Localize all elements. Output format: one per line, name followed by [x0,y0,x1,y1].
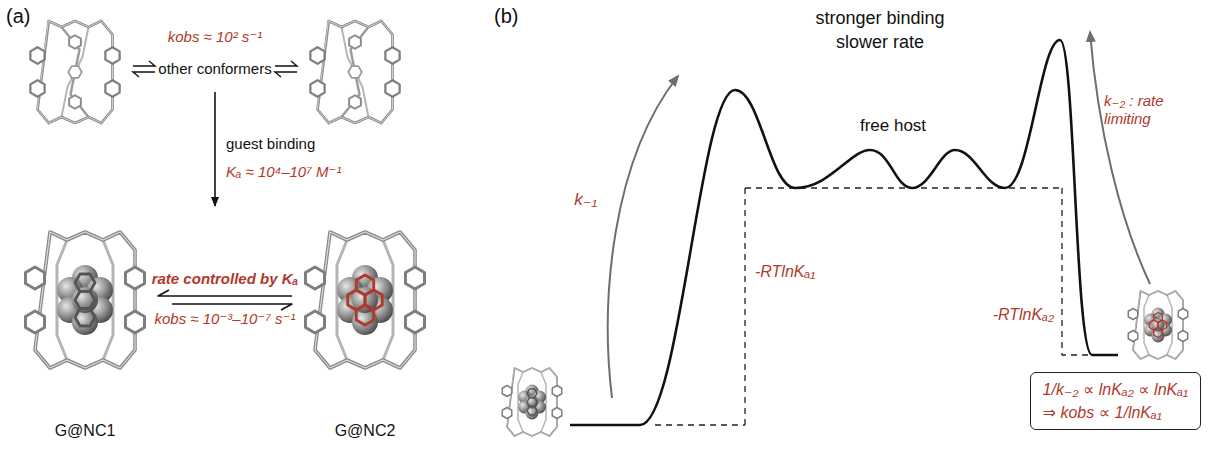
guest-ring [527,389,537,398]
linker-rod [62,27,89,117]
cage-frame-highlight [315,232,415,368]
host-guest-complex [1128,291,1188,359]
free-energy-label: -RTlnKₐ₁ [755,262,815,281]
edge-label: rate controlled by Kₐ [152,270,299,288]
aromatic-panel [502,386,512,397]
guest-ring [1154,313,1163,323]
guest-ring [75,291,95,308]
equilibrium-harpoon [172,304,292,310]
linker-rod [342,27,369,117]
energy-reference-line [655,188,1092,425]
rate-constant: kobs ≈ 10² s⁻¹ [168,28,263,46]
aromatic-panel [406,267,425,289]
relation-text: ⇒ kobs ∝ 1/lnKₐ₁ [1043,401,1188,424]
cage-frame-highlight [507,368,557,436]
host-conformer [30,21,119,123]
cage-frame-highlight [38,21,113,123]
cage-frame-highlight [35,232,135,368]
aromatic-ring [349,95,361,109]
panel-letter: (a) [6,4,30,28]
aromatic-panel [1178,331,1188,342]
complex-name: G@NC1 [55,419,116,442]
guest-ring [527,398,537,407]
aromatic-panel [552,408,562,419]
state-label: other conformers [158,60,271,78]
aromatic-panel [105,47,119,64]
rate-constant: k₋₂ : rate limiting [1104,92,1204,128]
linker-rod [342,27,369,117]
aromatic-panel [30,47,44,64]
aromatic-ring [69,95,81,109]
guest-ring [1154,328,1163,338]
cage-frame-highlight [318,21,393,123]
aromatic-panel [126,267,145,289]
aromatic-panel [1178,309,1188,320]
aromatic-panel [502,408,512,419]
equilibrium-arrow [133,61,155,66]
aromatic-panel [385,47,399,64]
complex-label-node: G@NC1 [20,222,150,442]
cage-frame [35,232,135,368]
host-guest-complex [306,232,425,368]
relation-text: 1/k₋₂ ∝ lnKₐ₂ ∝ lnKₐ₁ [1043,378,1188,401]
aromatic-panel [26,311,45,333]
complex-name: G@NC2 [335,419,396,442]
complex-label-node: G@NC2 [300,222,430,442]
host-guest-complex [26,232,145,368]
equilibrium-connector [158,290,292,310]
aromatic-panel [385,80,399,97]
aromatic-ring [348,66,362,78]
aromatic-panel [30,80,44,97]
equilibrium-arrow [133,72,155,77]
host-guest-complex [502,368,562,436]
binding-constant: Kₐ ≈ 10⁴–10⁷ M⁻¹ [226,163,341,181]
aromatic-panel [105,80,119,97]
panel-letter: (b) [494,4,518,28]
equilibrium-arrow [275,72,297,77]
cage-frame [507,368,557,436]
aromatic-ring [69,35,81,49]
linker-rod [62,27,89,117]
aromatic-panel [552,386,562,397]
binding-arrow [214,92,216,206]
guest-ring [527,406,537,415]
aromatic-panel [306,311,325,333]
aromatic-ring [349,35,361,49]
aromatic-panel [406,311,425,333]
aromatic-panel [306,267,325,289]
aromatic-ring [68,66,82,78]
aromatic-panel [126,311,145,333]
trend-label: stronger binding [815,8,944,30]
rate-constant: kobs ≈ 10⁻³–10⁻⁷ s⁻¹ [154,310,295,328]
guest-ring [356,275,373,295]
equilibrium-arrow [275,61,297,66]
guest-ring [75,274,95,291]
equilibrium-harpoon [158,290,292,296]
host-conformer [310,21,399,123]
aromatic-panel [1128,309,1138,320]
aromatic-panel [310,47,324,64]
guest-ring [356,305,373,325]
state-label: free host [860,116,926,136]
cage-frame [38,21,113,123]
aromatic-panel [310,80,324,97]
aromatic-panel [26,267,45,289]
rate-arrow [608,76,678,398]
process-label: guest binding [226,135,315,153]
cage-frame [315,232,415,368]
relation-box: 1/k₋₂ ∝ lnKₐ₂ ∝ lnKₐ₁⇒ kobs ∝ 1/lnKₐ₁ [1030,372,1201,430]
guest-ring [75,309,95,326]
cage-frame [1133,291,1183,359]
energy-profile-curve [570,40,1118,425]
rate-constant: k₋₁ [574,190,597,210]
cage-frame [318,21,393,123]
rate-arrow [1090,32,1150,284]
free-energy-label: -RTlnKₐ₂ [993,305,1054,324]
aromatic-panel [1128,331,1138,342]
trend-label: slower rate [836,32,924,54]
cage-frame-highlight [1133,291,1183,359]
